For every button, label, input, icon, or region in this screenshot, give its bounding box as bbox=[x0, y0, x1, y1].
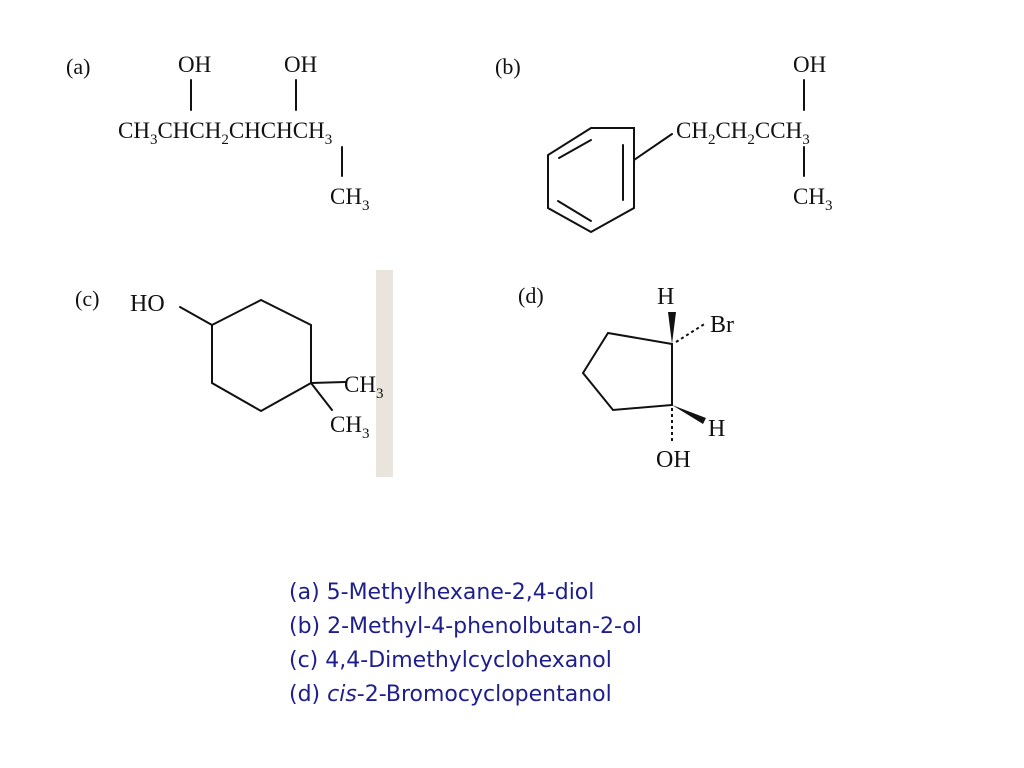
hydroxyl-a1: OH bbox=[178, 52, 211, 77]
name-c: (c) 4,4-Dimethylcyclohexanol bbox=[289, 648, 612, 673]
structure-d: (d) H Br H OH bbox=[518, 283, 734, 473]
bromine-d: Br bbox=[710, 312, 734, 338]
name-b: (b) 2-Methyl-4-phenolbutan-2-ol bbox=[289, 614, 642, 639]
bond-c3 bbox=[310, 382, 333, 411]
name-d: (d) cis-2-Bromocyclopentanol bbox=[289, 682, 612, 707]
cyclopentane-ring bbox=[581, 331, 673, 412]
label-a: (a) bbox=[66, 54, 90, 79]
bond-c1 bbox=[179, 306, 213, 326]
wedge-bond-bottom bbox=[672, 405, 706, 424]
methyl-a: CH3 bbox=[330, 184, 369, 214]
structure-b: (b) OH CH2CH2CCH3 CH3 bbox=[495, 52, 832, 234]
bond-ring-chain bbox=[633, 133, 673, 161]
label-d: (d) bbox=[518, 283, 544, 308]
structure-c: (c) HO CH3 CH3 bbox=[75, 270, 393, 477]
structure-a: (a) OH OH CH3CHCH2CHCHCH3 CH3 bbox=[66, 52, 369, 214]
bond-c2 bbox=[310, 381, 346, 384]
hash-bond-br bbox=[675, 322, 707, 343]
hydroxyl-a2: OH bbox=[284, 52, 317, 77]
label-b: (b) bbox=[495, 54, 521, 79]
hydrogen-d-bottom: H bbox=[708, 416, 725, 442]
name-a: (a) 5-Methylhexane-2,4-diol bbox=[289, 580, 595, 605]
iupac-names-list: (a) 5-Methylhexane-2,4-diol (b) 2-Methyl… bbox=[289, 576, 642, 712]
methyl-b: CH3 bbox=[793, 184, 832, 214]
hydroxyl-b: OH bbox=[793, 52, 826, 77]
benzene-ring bbox=[547, 127, 635, 234]
label-c: (c) bbox=[75, 286, 99, 311]
cyclohexane-ring bbox=[211, 298, 312, 413]
hydroxyl-c: HO bbox=[130, 291, 165, 317]
methyl-c1: CH3 bbox=[344, 372, 383, 402]
methyl-c2: CH3 bbox=[330, 412, 369, 442]
chain-a: CH3CHCH2CHCHCH3 bbox=[118, 118, 332, 148]
hydroxyl-d: OH bbox=[656, 447, 691, 473]
scan-edge bbox=[376, 270, 393, 477]
wedge-bond-top bbox=[668, 312, 676, 344]
hydrogen-d-top: H bbox=[657, 284, 674, 310]
chain-b: CH2CH2CCH3 bbox=[676, 118, 810, 148]
